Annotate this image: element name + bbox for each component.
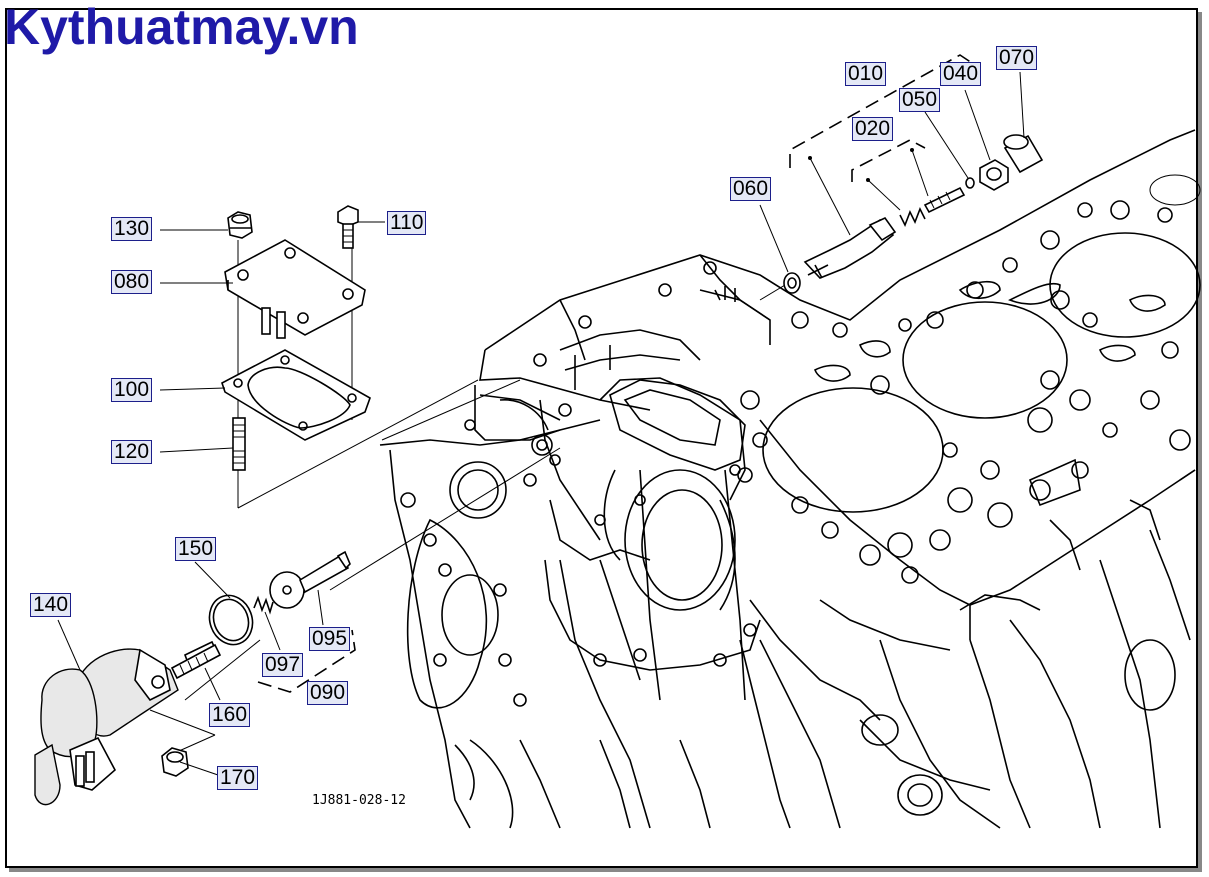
part-label-080: 080	[111, 270, 153, 294]
leader-lines	[149, 240, 791, 756]
washer-060	[783, 272, 801, 294]
part-label-010: 010	[845, 62, 887, 86]
oring-150	[208, 594, 254, 646]
part-label-060: 060	[730, 177, 772, 201]
spring-020	[899, 207, 926, 227]
drawing-code: 1J881-028-12	[312, 793, 406, 808]
nozzle-assembly	[759, 54, 1044, 294]
part-label-170: 170	[217, 766, 259, 790]
part-label-110: 110	[387, 211, 427, 235]
washer-050	[965, 177, 975, 189]
part-label-090: 090	[307, 681, 349, 705]
part-label-050: 050	[899, 88, 941, 112]
part-label-100: 100	[111, 378, 153, 402]
part-label-097: 097	[262, 653, 304, 677]
part-label-120: 120	[111, 440, 153, 464]
solenoid-assembly	[34, 221, 385, 806]
cover-assembly	[221, 205, 371, 471]
part-label-040: 040	[940, 62, 982, 86]
part-label-160: 160	[209, 703, 251, 727]
nut-040	[979, 159, 1009, 191]
plunger-095	[269, 571, 305, 609]
nut-130-shape	[227, 211, 253, 239]
part-label-140: 140	[30, 593, 72, 617]
bolt-110-shape	[337, 205, 359, 227]
site-watermark: Kythuatmay.vn	[4, 0, 359, 55]
engine-block	[379, 129, 1201, 829]
part-label-130: 130	[111, 217, 153, 241]
frame-shadow	[9, 12, 1202, 872]
part-label-150: 150	[175, 537, 217, 561]
spring-097	[253, 595, 274, 615]
nozzle-body-010	[803, 218, 895, 279]
part-label-020: 020	[852, 117, 894, 141]
diagram-frame	[5, 8, 1198, 868]
part-label-070: 070	[996, 46, 1038, 70]
stud-120	[232, 417, 246, 471]
stud-160	[170, 643, 222, 680]
part-label-095: 095	[309, 627, 351, 651]
